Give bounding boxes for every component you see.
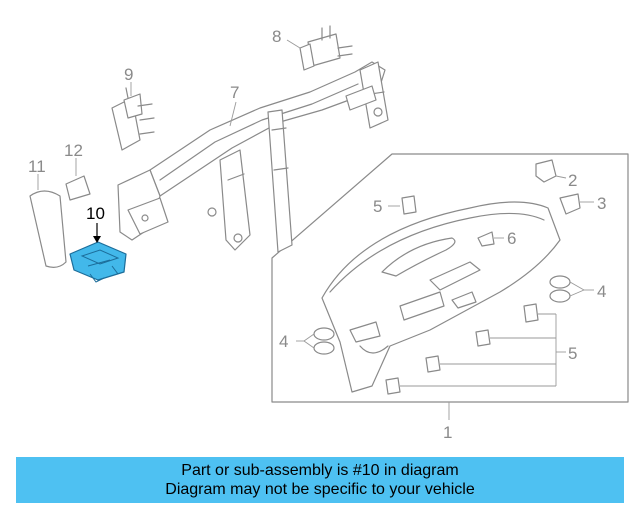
part-label-9: 9 (124, 65, 133, 84)
part-label-4-left: 4 (279, 332, 288, 351)
clip-part-12 (65, 175, 91, 201)
part-label-5-top: 5 (373, 197, 382, 216)
bracket-part-8 (299, 25, 353, 71)
washers-part-4-left (296, 327, 335, 355)
clip-part-6 (477, 231, 495, 247)
cross-car-beam (117, 61, 389, 253)
part-label-2: 2 (568, 171, 577, 190)
dashboard-panel-part-1 (321, 201, 561, 393)
highlighted-part-10 (69, 241, 127, 283)
part-label-7: 7 (230, 83, 239, 102)
part-label-3: 3 (597, 194, 606, 213)
part-7-leader (229, 101, 237, 127)
cover-part-11 (29, 190, 67, 268)
part-label-11: 11 (28, 157, 46, 176)
part-label-10: 10 (86, 204, 105, 223)
clip-part-2 (535, 159, 557, 183)
part-label-5-bottom: 5 (568, 344, 577, 363)
part-10-arrow-icon (93, 236, 101, 243)
part-label-12: 12 (64, 141, 83, 160)
part-2-leader (555, 175, 567, 179)
parts-diagram: 1 2 3 4 4 5 5 6 7 8 9 10 11 12 (28, 25, 629, 442)
part-label-8: 8 (272, 27, 281, 46)
part-8-leader (286, 39, 301, 49)
part-label-1: 1 (443, 423, 452, 442)
washers-part-4-right (549, 275, 594, 303)
banner-line-1: Part or sub-assembly is #10 in diagram (181, 462, 459, 479)
clips-part-5-bottom (385, 303, 566, 395)
clip-part-5-top (401, 195, 417, 215)
part-label-6: 6 (507, 229, 516, 248)
bracket-part-9 (111, 87, 155, 151)
info-banner: Part or sub-assembly is #10 in diagram D… (16, 457, 624, 503)
clip-part-3 (559, 193, 581, 215)
part-label-4-right: 4 (597, 282, 606, 301)
banner-line-2: Diagram may not be specific to your vehi… (165, 481, 475, 498)
dashboard-assembly-frame (271, 153, 629, 403)
